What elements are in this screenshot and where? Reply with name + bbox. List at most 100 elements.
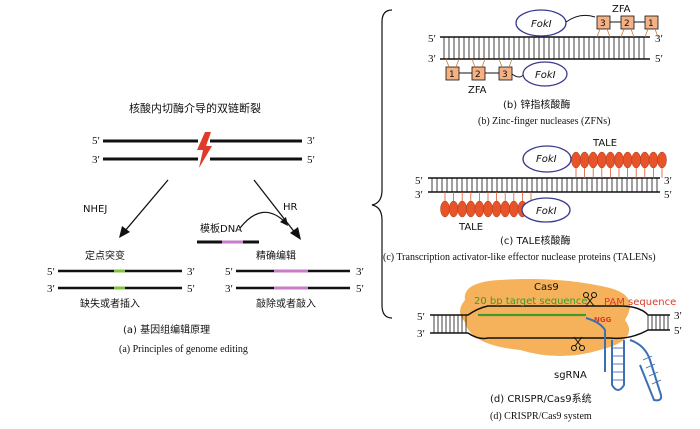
tale-repeat	[474, 200, 485, 218]
cas9-bottom-3p-label: 3′	[417, 328, 425, 340]
tale-repeat	[648, 151, 659, 169]
panel-b-zfn: 5′ 3′ 3′ 5′ FokI 3 2 1 ZFA 1 2 3 FokI ZF…	[428, 4, 663, 127]
talen-top-foki-label: FokI	[536, 154, 557, 165]
tale-repeat	[440, 200, 450, 218]
template-curve-arrow-head-icon	[280, 217, 288, 226]
sgrna-backbone	[585, 317, 606, 372]
zfn-top-foki-domain	[515, 9, 567, 37]
zfn-bottom-finger-2-label: 2	[475, 70, 481, 80]
tale-repeat	[657, 151, 667, 169]
scissors-bottom-icon	[571, 336, 585, 351]
nhej-label: NHEJ	[83, 204, 107, 215]
zfn-top-zfa-label: ZFA	[612, 4, 631, 15]
scissors-top-icon	[583, 292, 597, 307]
hr-top-5p-label: 5′	[225, 266, 233, 278]
deletion-insertion-label: 缺失或者插入	[80, 297, 140, 310]
lightning-bolt-icon	[197, 132, 212, 168]
zfn-top-finger-3-label: 3	[600, 19, 606, 29]
nhej-arrow	[123, 179, 169, 233]
dsb-bottom-5p-label: 5′	[307, 154, 315, 166]
dsb-top-5p-label: 5′	[92, 135, 100, 147]
zfn-base-pairs	[443, 37, 645, 59]
sgrna-hairpin-1	[611, 340, 625, 391]
cas9-bottom-5p-label: 5′	[674, 325, 682, 337]
zfn-top-finger-2-label: 2	[624, 19, 630, 29]
talen-bottom-3p-label: 3′	[415, 189, 423, 201]
zfn-top-3p-label: 3′	[655, 33, 663, 45]
template-dna-label: 模板DNA	[200, 222, 242, 235]
nhej-bottom-3p-label: 3′	[47, 283, 55, 295]
knockout-knockin-label: 敲除或者敲入	[256, 297, 316, 310]
zfn-top-foki-label: FokI	[531, 19, 552, 30]
tale-repeat	[457, 200, 467, 218]
pam-sequence-label: PAM sequence	[604, 297, 676, 308]
grouping-brace	[371, 9, 393, 319]
hr-arrow	[253, 179, 297, 235]
precise-edit-label: 精确编辑	[256, 249, 296, 262]
tale-repeat	[500, 200, 510, 218]
target-sequence-label: 20 bp target sequence	[474, 296, 588, 307]
zfn-bottom-foki-domain	[522, 61, 568, 87]
talen-bottom-foki-domain	[521, 197, 571, 223]
panel-a-caption-cn: (a) 基因组编辑原理	[123, 323, 210, 336]
zfn-bottom-foki-label: FokI	[535, 70, 556, 81]
nhej-top-5p-label: 5′	[47, 266, 55, 278]
zfn-bottom-3p-label: 3′	[428, 53, 436, 65]
tale-repeat	[631, 151, 641, 169]
hr-top-3p-label: 3′	[356, 266, 364, 278]
cas9-label: Cas9	[534, 282, 559, 293]
tale-repeat	[509, 200, 519, 218]
talen-top-foki-domain	[522, 145, 572, 173]
cas9-top-3p-label: 3′	[674, 310, 682, 322]
tale-top-repeats	[571, 151, 667, 178]
talen-bottom-5p-label: 5′	[664, 189, 672, 201]
tale-repeat	[622, 151, 633, 169]
nhej-bottom-5p-label: 5′	[187, 283, 195, 295]
talen-bottom-tale-label: TALE	[458, 222, 483, 233]
panel-c-caption-en: (c) Transcription activator-like effecto…	[383, 252, 656, 263]
zfn-bottom-finger-3-label: 3	[502, 70, 508, 80]
talen-top-5p-label: 5′	[415, 175, 423, 187]
panel-b-caption-en: (b) Zinc-finger nucleases (ZFNs)	[478, 116, 610, 127]
tale-repeat	[483, 200, 493, 218]
ngg-label: NGG	[594, 316, 612, 324]
zfn-top-contacts	[596, 28, 659, 38]
zfn-top-finger-1-label: 1	[648, 19, 654, 29]
nhej-arrow-head-icon	[119, 226, 130, 238]
cas9-base-pairs	[433, 315, 669, 333]
dsb-top-3p-label: 3′	[307, 135, 315, 147]
zfn-bottom-5p-label: 5′	[655, 53, 663, 65]
sgrna-label: sgRNA	[554, 370, 587, 381]
tale-bottom-repeats	[440, 192, 536, 218]
panel-c-talen: TALE 5′ 3′ 3′ 5′ FokI FokI TALE (c) TALE…	[383, 138, 672, 263]
tale-repeat	[614, 151, 624, 169]
hr-label: HR	[283, 202, 298, 213]
hr-arrow-head-icon	[290, 227, 301, 240]
dsb-bottom-3p-label: 3′	[92, 154, 100, 166]
panel-d-caption-en: (d) CRISPR/Cas9 system	[490, 411, 592, 422]
tale-repeat	[640, 151, 650, 169]
sgrna-hairpin-rungs	[612, 347, 662, 385]
hr-bottom-5p-label: 5′	[356, 283, 364, 295]
tale-repeat	[579, 151, 590, 169]
cas9-top-strand	[430, 305, 670, 316]
zfn-top-5p-label: 5′	[428, 33, 436, 45]
talen-top-tale-label: TALE	[592, 138, 617, 149]
tale-repeat	[571, 151, 581, 169]
talen-top-3p-label: 3′	[664, 175, 672, 187]
panel-a-genome-editing-principle: 核酸内切酶介导的双链断裂 5′ 3′ 3′ 5′ NHEJ HR 模板DNA 定…	[47, 101, 364, 355]
hr-bottom-3p-label: 3′	[225, 283, 233, 295]
nhej-top-3p-label: 3′	[187, 266, 195, 278]
zfn-bottom-contacts	[445, 58, 513, 68]
zfn-bottom-linker	[511, 73, 525, 78]
tale-repeat	[588, 151, 598, 169]
tale-repeat	[597, 151, 607, 169]
tale-repeat	[491, 200, 502, 218]
tale-repeat	[448, 200, 459, 218]
sgrna-hairpin-2	[629, 339, 663, 402]
tale-repeat	[605, 151, 616, 169]
cas9-bottom-strand	[430, 329, 670, 340]
zfn-bottom-zfa-label: ZFA	[468, 85, 487, 96]
talen-base-pairs	[431, 178, 658, 192]
